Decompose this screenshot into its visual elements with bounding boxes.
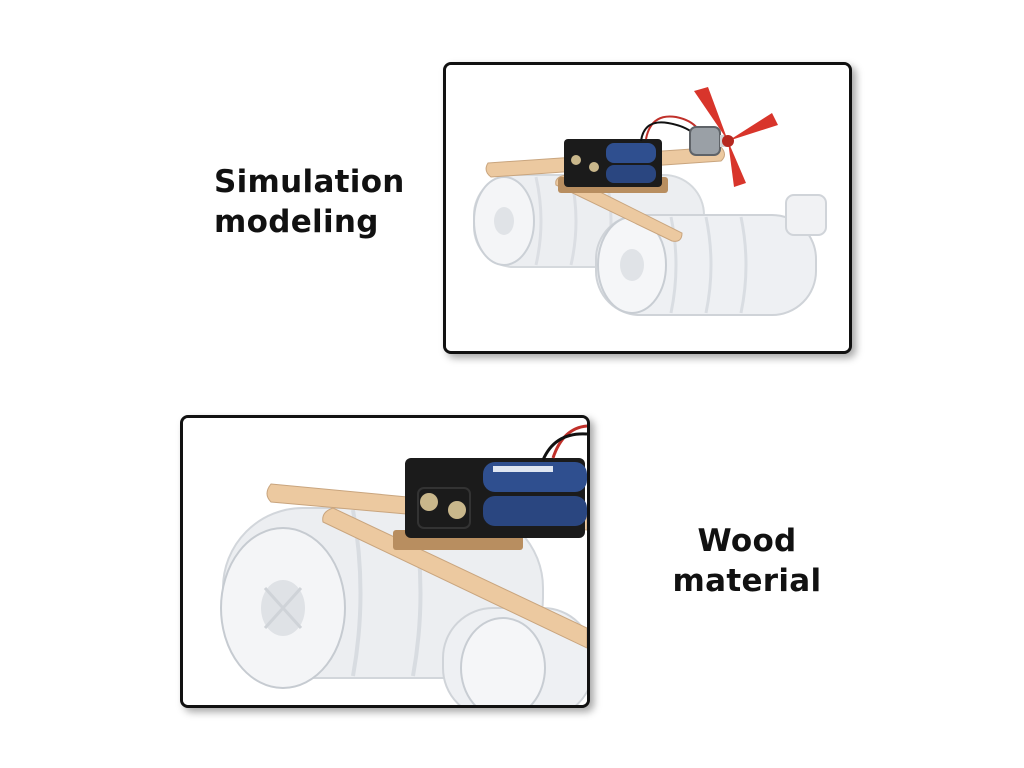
bottle-front <box>595 194 827 316</box>
caption-line: Wood <box>697 523 797 559</box>
caption-line: Simulation <box>214 164 405 200</box>
boat-model-photo <box>446 65 849 351</box>
boat-model-closeup-photo <box>183 418 587 705</box>
battery-holder <box>405 458 587 538</box>
battery-holder <box>564 139 662 187</box>
caption-simulation-modeling: Simulation modeling <box>214 162 405 242</box>
propeller <box>694 87 778 187</box>
caption-line: material <box>672 563 822 599</box>
caption-wood-material: Wood material <box>672 521 822 601</box>
photo-panel-top <box>443 62 852 354</box>
photo-panel-bottom <box>180 415 590 708</box>
caption-line: modeling <box>214 204 379 240</box>
